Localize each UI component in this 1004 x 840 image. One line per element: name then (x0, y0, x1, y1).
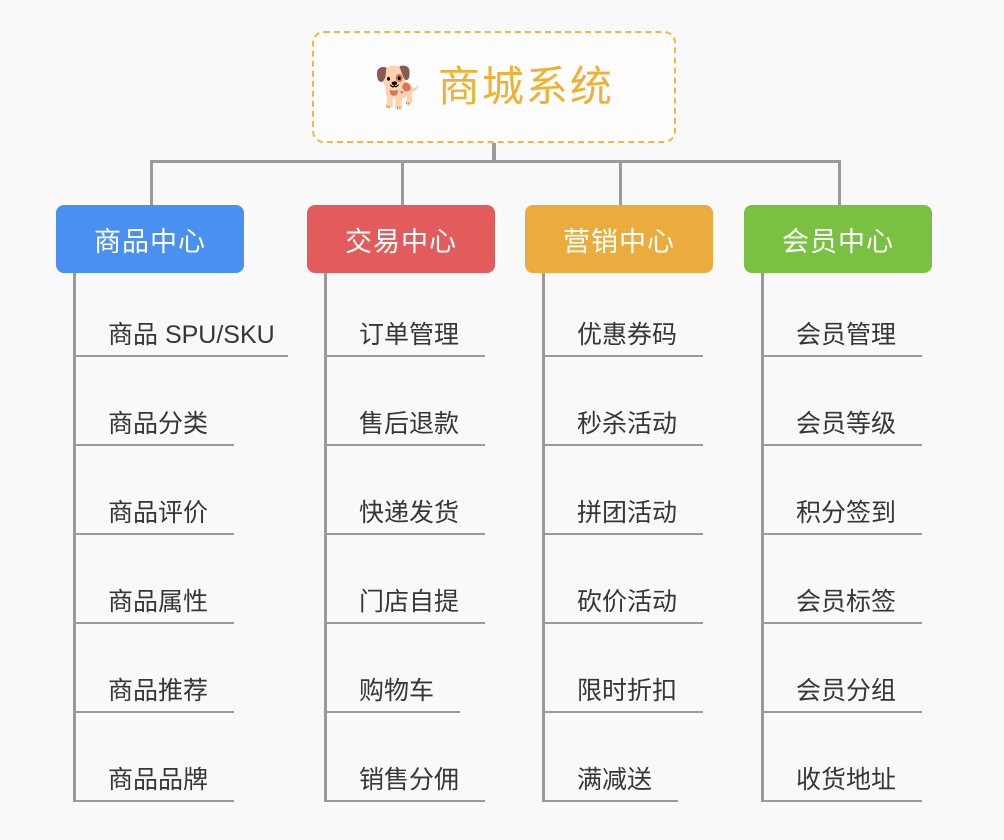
leaf-item[interactable]: 限时折扣 (545, 624, 703, 713)
leaf-item-label: 会员等级 (796, 409, 897, 438)
leaf-item-label: 拼团活动 (577, 498, 678, 527)
leaf-item[interactable]: 销售分佣 (327, 713, 485, 802)
branch-horizontal-connector (150, 160, 840, 163)
leaf-item[interactable]: 商品 SPU/SKU (76, 273, 288, 357)
leaf-item[interactable]: 快递发货 (327, 446, 485, 535)
column-2: 营销中心优惠券码秒杀活动拼团活动砍价活动限时折扣满减送 (525, 205, 713, 802)
branch-drop-1 (401, 160, 404, 208)
leaf-item-label: 销售分佣 (359, 765, 460, 794)
root-node[interactable]: 🐕 商城系统 (312, 31, 676, 143)
leaf-item[interactable]: 积分签到 (764, 446, 922, 535)
leaf-item[interactable]: 会员管理 (764, 273, 922, 357)
leaf-item-label: 会员管理 (796, 320, 897, 349)
leaf-item-label: 售后退款 (359, 409, 460, 438)
leaf-list-1: 订单管理售后退款快递发货门店自提购物车销售分佣 (324, 273, 495, 802)
leaf-item-label: 砍价活动 (577, 587, 678, 616)
branch-drop-2 (619, 160, 622, 208)
leaf-item[interactable]: 订单管理 (327, 273, 485, 357)
leaf-item-label: 商品属性 (108, 587, 209, 616)
leaf-item-label: 商品推荐 (108, 676, 209, 705)
leaf-item-label: 会员标签 (796, 587, 897, 616)
leaf-item[interactable]: 砍价活动 (545, 535, 703, 624)
branch-drop-0 (150, 160, 153, 208)
leaf-item[interactable]: 商品分类 (76, 357, 234, 446)
leaf-item-label: 商品评价 (108, 498, 209, 527)
leaf-item[interactable]: 商品评价 (76, 446, 234, 535)
leaf-item[interactable]: 收货地址 (764, 713, 922, 802)
leaf-item[interactable]: 秒杀活动 (545, 357, 703, 446)
category-box-2[interactable]: 营销中心 (525, 205, 713, 273)
leaf-item-label: 优惠券码 (577, 320, 678, 349)
leaf-item-label: 满减送 (577, 765, 653, 794)
leaf-item-label: 收货地址 (796, 765, 897, 794)
leaf-item-label: 商品分类 (108, 409, 209, 438)
leaf-list-2: 优惠券码秒杀活动拼团活动砍价活动限时折扣满减送 (542, 273, 713, 802)
leaf-item-label: 门店自提 (359, 587, 460, 616)
leaf-item[interactable]: 会员等级 (764, 357, 922, 446)
column-1: 交易中心订单管理售后退款快递发货门店自提购物车销售分佣 (307, 205, 495, 802)
leaf-item[interactable]: 购物车 (327, 624, 460, 713)
column-0: 商品中心商品 SPU/SKU 商品分类商品评价商品属性商品推荐商品品牌 (56, 205, 288, 802)
leaf-item[interactable]: 拼团活动 (545, 446, 703, 535)
leaf-item-label: 会员分组 (796, 676, 897, 705)
root-title: 商城系统 (437, 63, 614, 110)
leaf-item[interactable]: 优惠券码 (545, 273, 703, 357)
leaf-list-0: 商品 SPU/SKU 商品分类商品评价商品属性商品推荐商品品牌 (73, 273, 288, 802)
leaf-list-3: 会员管理会员等级积分签到会员标签会员分组收货地址 (761, 273, 932, 802)
leaf-item-label: 商品 SPU/SKU (108, 320, 275, 349)
leaf-item[interactable]: 商品属性 (76, 535, 234, 624)
leaf-item[interactable]: 满减送 (545, 713, 678, 802)
leaf-item-label: 商品品牌 (108, 765, 209, 794)
root-trunk-connector (492, 143, 496, 163)
leaf-item[interactable]: 门店自提 (327, 535, 485, 624)
category-box-1[interactable]: 交易中心 (307, 205, 495, 273)
branch-drop-3 (838, 160, 841, 208)
leaf-item-label: 购物车 (359, 676, 435, 705)
leaf-item[interactable]: 会员标签 (764, 535, 922, 624)
leaf-item[interactable]: 商品推荐 (76, 624, 234, 713)
shiba-dog-icon: 🐕 (374, 66, 424, 110)
leaf-item[interactable]: 售后退款 (327, 357, 485, 446)
leaf-item-label: 秒杀活动 (577, 409, 678, 438)
leaf-item-label: 积分签到 (796, 498, 897, 527)
leaf-item-label: 快递发货 (359, 498, 460, 527)
leaf-item-label: 限时折扣 (577, 676, 678, 705)
leaf-item[interactable]: 商品品牌 (76, 713, 234, 802)
leaf-item[interactable]: 会员分组 (764, 624, 922, 713)
category-box-0[interactable]: 商品中心 (56, 205, 244, 273)
leaf-item-label: 订单管理 (359, 320, 460, 349)
category-box-3[interactable]: 会员中心 (744, 205, 932, 273)
column-3: 会员中心会员管理会员等级积分签到会员标签会员分组收货地址 (744, 205, 932, 802)
